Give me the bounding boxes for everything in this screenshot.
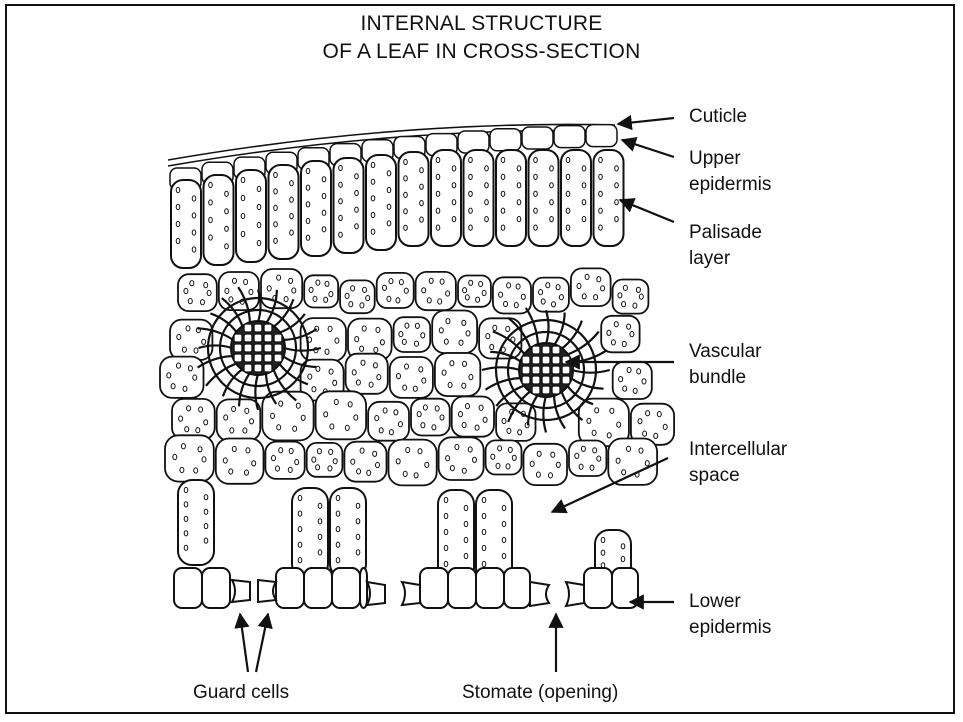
label-guard-cells: Guard cells: [193, 680, 289, 706]
spongy-mesophyll: [160, 268, 674, 485]
label-palisade-line-1: Palisade: [689, 220, 762, 246]
label-lower-epidermis-line-1: Lower: [689, 589, 741, 615]
label-upper-epidermis-line-2: epidermis: [689, 172, 771, 198]
upper-epidermis-arrow: [622, 140, 674, 157]
label-vascular-bundle-line-2: bundle: [689, 365, 746, 391]
label-lower-epidermis-line-2: epidermis: [689, 615, 771, 641]
label-palisade-line-2: layer: [689, 246, 730, 272]
palisade-arrow: [620, 200, 674, 222]
label-cuticle: Cuticle: [689, 104, 747, 130]
guard-cell-arrow-1: [240, 614, 248, 672]
guard-cell-arrow-2: [256, 614, 268, 672]
cuticle-arrow: [618, 118, 674, 124]
label-intercellular-space-line-2: space: [689, 463, 740, 489]
label-vascular-bundle-line-1: Vascular: [689, 339, 762, 365]
label-upper-epidermis-line-1: Upper: [689, 146, 741, 172]
label-intercellular-space-line-1: Intercellular: [689, 437, 787, 463]
lower-mesophyll-columns: [178, 480, 631, 588]
label-stomate: Stomate (opening): [462, 680, 618, 706]
